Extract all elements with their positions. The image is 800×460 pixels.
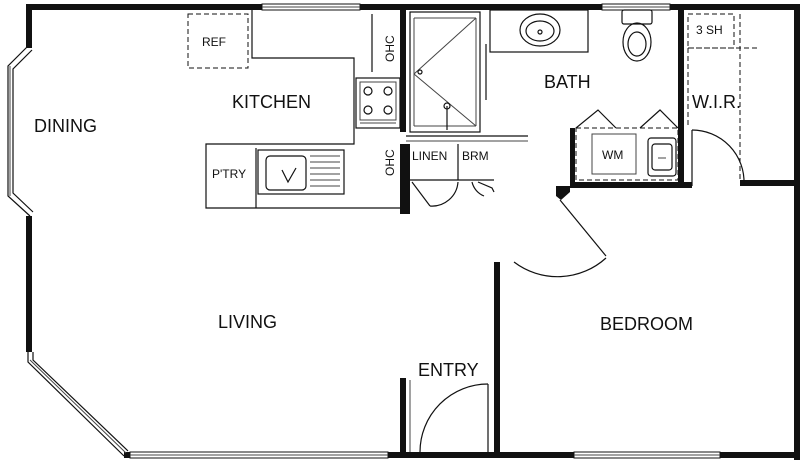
wir-fixtures: 3 SH [687, 13, 760, 180]
room-label-living: LIVING [218, 312, 277, 332]
broom-label: BRM [462, 149, 489, 163]
toilet [621, 9, 653, 62]
windows [129, 3, 721, 459]
kitchen-sink [257, 149, 345, 195]
kitchen-fixtures: REF OHC OHC P'TRY [187, 10, 401, 209]
bath-fixtures [406, 9, 653, 142]
bay-window-living [27, 352, 129, 457]
room-label-wir: W.I.R. [692, 92, 741, 112]
doors [419, 129, 745, 453]
room-label-dining: DINING [34, 116, 97, 136]
fridge [187, 13, 249, 69]
west-wall [26, 216, 32, 352]
basin [489, 9, 589, 53]
room-label-kitchen: KITCHEN [232, 92, 311, 112]
room-label-bath: BATH [544, 72, 591, 92]
shower [409, 11, 487, 133]
laundry-fixtures: WM [575, 109, 679, 181]
wm-label: WM [602, 148, 623, 162]
room-label-entry: ENTRY [418, 360, 479, 380]
linen-broom-cupboards: LINEN BRM [410, 144, 495, 207]
pantry-label: P'TRY [212, 167, 246, 181]
ohc-bottom-label: OHC [383, 149, 397, 176]
room-label-bedroom: BEDROOM [600, 314, 693, 334]
ohc-top-label: OHC [383, 35, 397, 62]
interior-walls [400, 8, 798, 456]
shelves-label: 3 SH [696, 23, 723, 37]
linen-label: LINEN [412, 149, 447, 163]
ref-label: REF [202, 35, 226, 49]
exterior-walls [26, 4, 800, 460]
bay-window-dining [7, 45, 34, 217]
cooktop [355, 77, 401, 129]
